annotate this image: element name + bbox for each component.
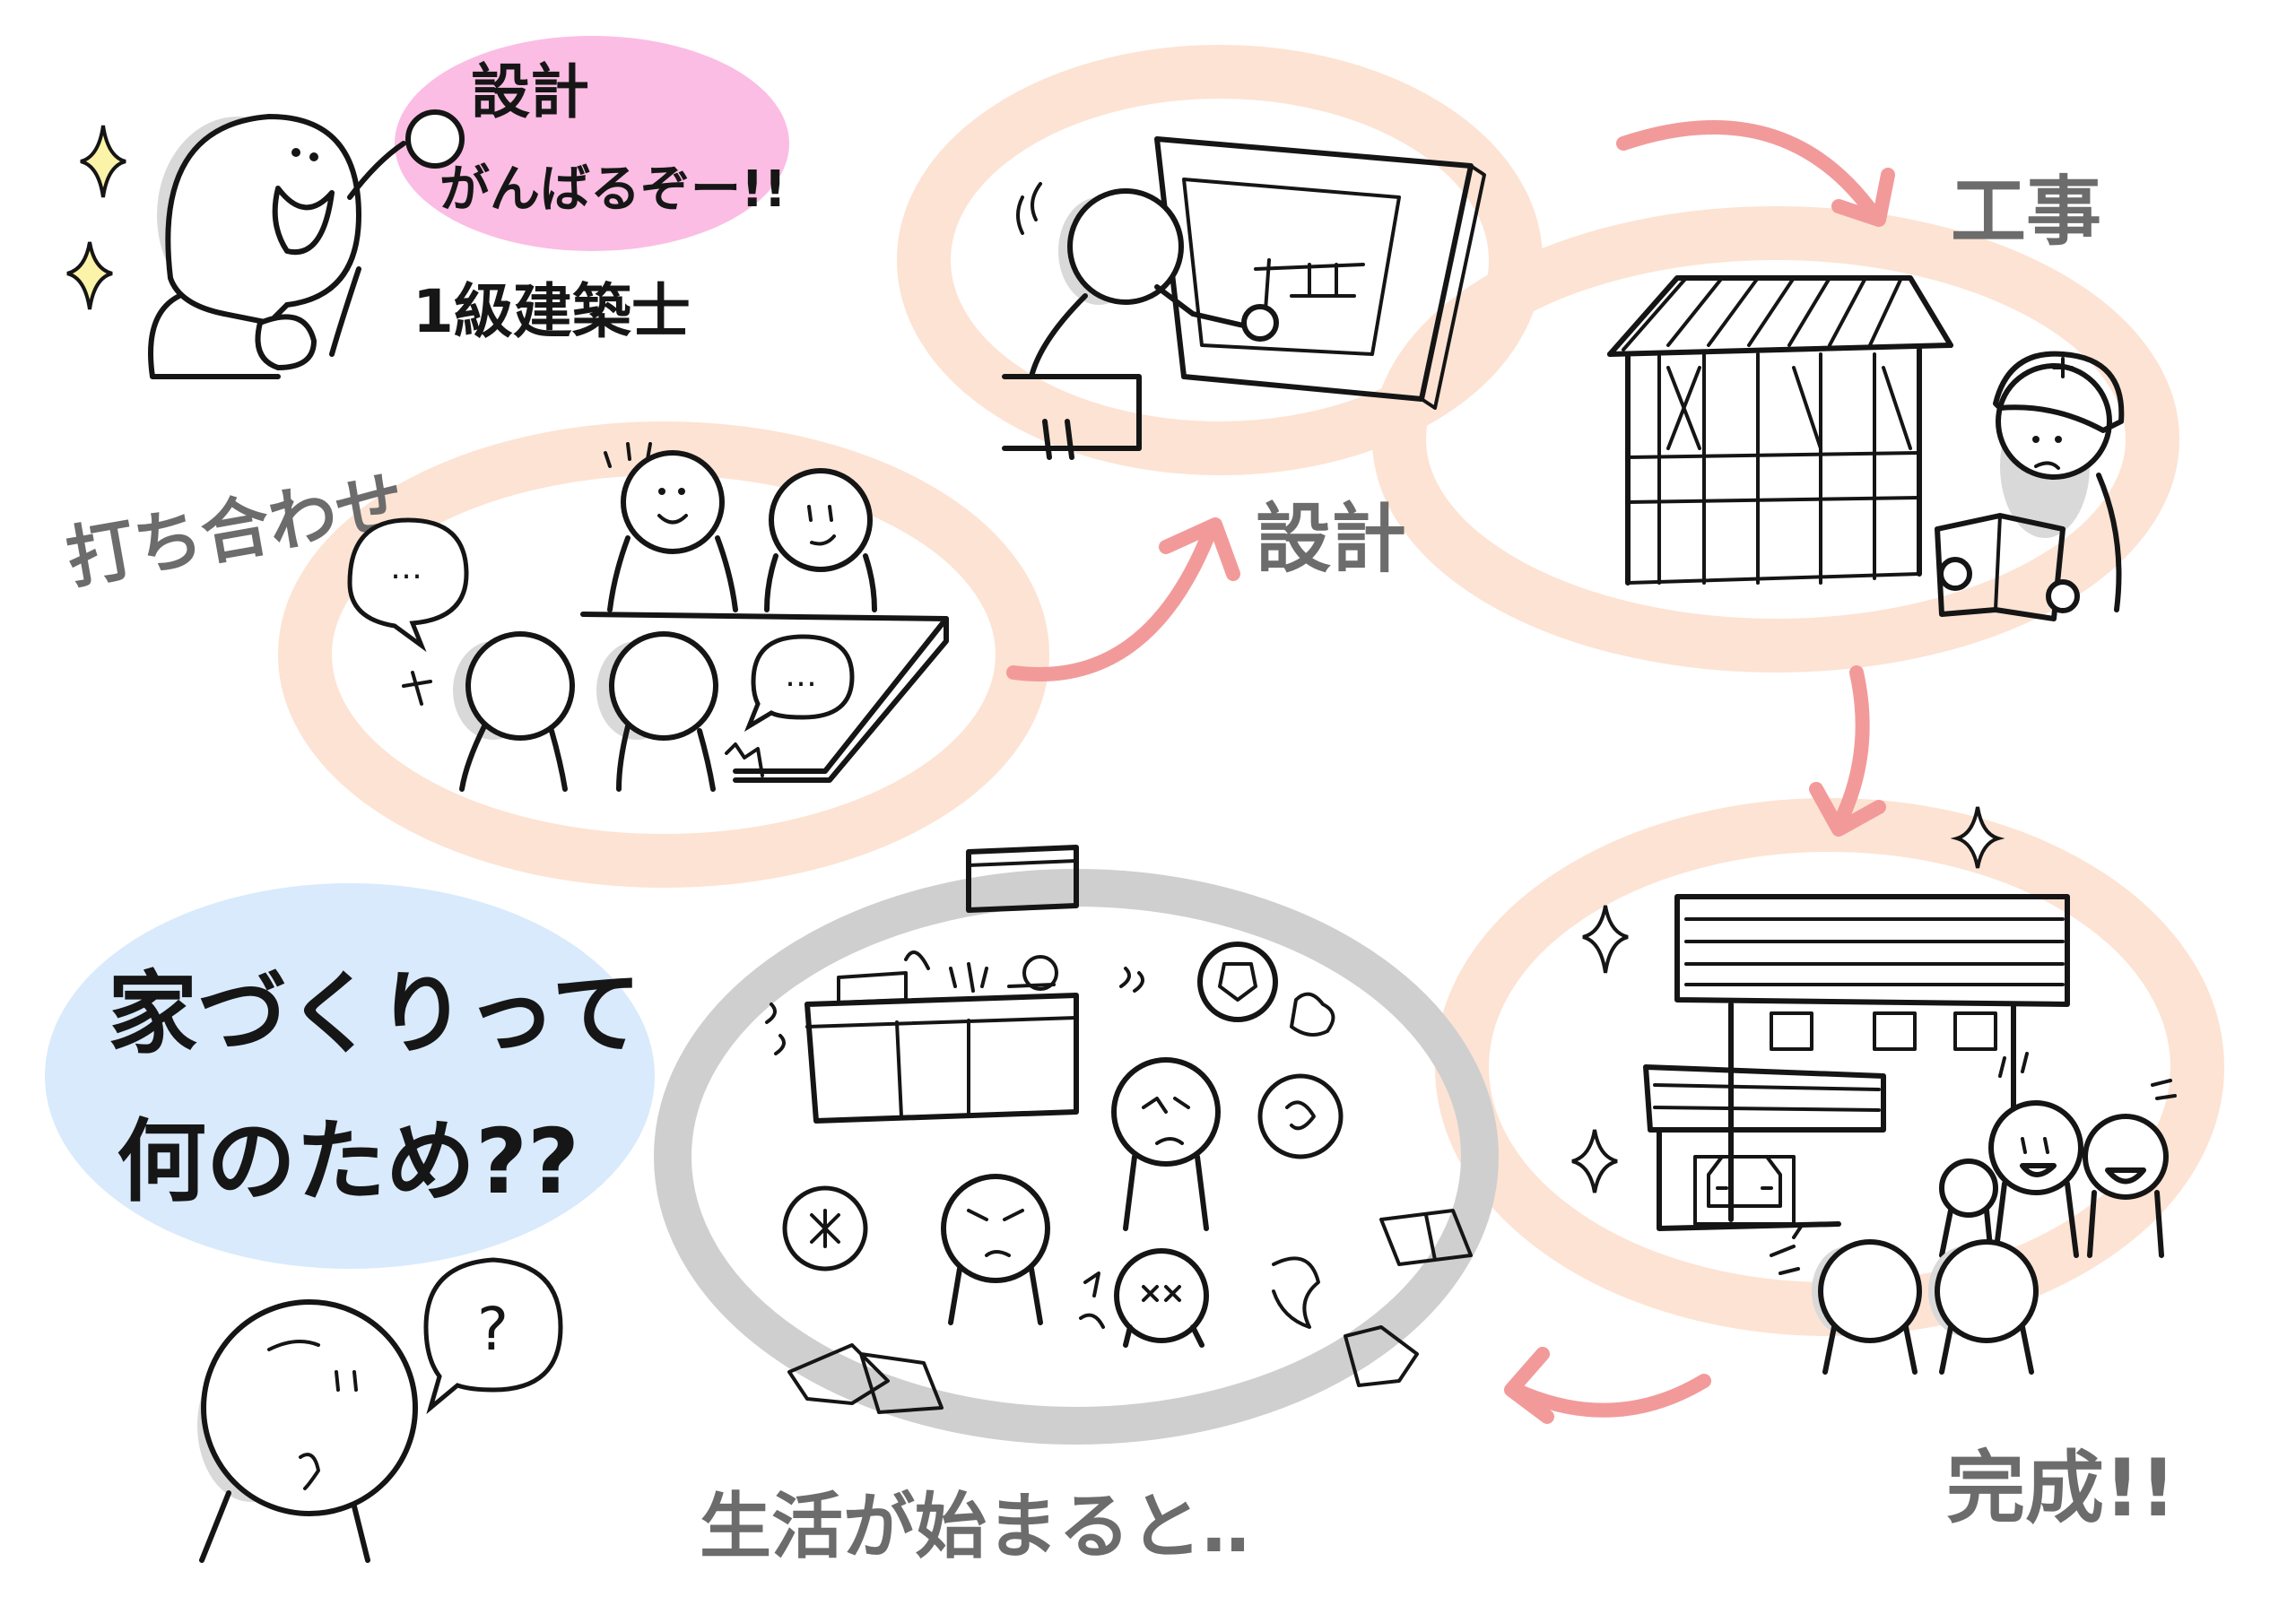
architect-speech-line1: 設計 xyxy=(471,57,589,126)
frustrated-bubble-icon xyxy=(1257,1073,1344,1159)
meeting-ring xyxy=(278,421,1049,888)
meeting-scene: … … xyxy=(347,442,949,792)
sparkles xyxy=(66,125,2005,1193)
construction-scene xyxy=(1607,275,2125,621)
speech-bubble-text: … xyxy=(390,550,422,586)
blue-question-bubble xyxy=(45,883,655,1269)
speech-bubble-icon xyxy=(744,634,855,732)
sparkle-icon xyxy=(1950,806,2005,869)
sparkle-icon xyxy=(1571,1129,1618,1193)
flow-arrows xyxy=(1006,120,1895,1424)
design-label: 設計 xyxy=(1256,495,1406,583)
living-label: 生活が始まると‥ xyxy=(700,1485,1249,1568)
arrow-completion-to-living xyxy=(1504,1347,1711,1424)
arrow-meeting-to-design xyxy=(1006,517,1240,681)
architect-speech-line2: がんばるぞー!! xyxy=(439,161,787,219)
construction-ring xyxy=(1372,206,2179,673)
design-scene xyxy=(1002,136,1486,460)
question-line2: 何のため?? xyxy=(117,1109,579,1214)
sparkle-icon xyxy=(80,125,126,198)
living-scene xyxy=(765,845,1473,1414)
question-line1: 家づくりって xyxy=(108,961,641,1066)
architect-figure xyxy=(148,109,465,379)
speech-bubble-icon xyxy=(347,517,469,653)
speech-bubble-text: … xyxy=(785,657,817,694)
design-ring xyxy=(897,45,1543,475)
arrow-design-to-construction xyxy=(1616,120,1895,227)
pink-speech-bubble xyxy=(395,36,789,251)
completion-scene xyxy=(1643,894,2177,1375)
construction-label: 工事 xyxy=(1951,168,2101,256)
question-bubble-text: ? xyxy=(477,1295,509,1364)
arrow-construction-to-completion xyxy=(1809,665,1886,837)
living-ring xyxy=(654,869,1499,1445)
completion-label: 完成!! xyxy=(1946,1442,2176,1534)
question-bubble-icon xyxy=(423,1257,563,1415)
confused-person: ? xyxy=(197,1257,563,1563)
sparkle-icon xyxy=(66,241,113,310)
sparkle-icon xyxy=(1582,905,1629,974)
architect-title: 1級建築士 xyxy=(413,277,691,346)
